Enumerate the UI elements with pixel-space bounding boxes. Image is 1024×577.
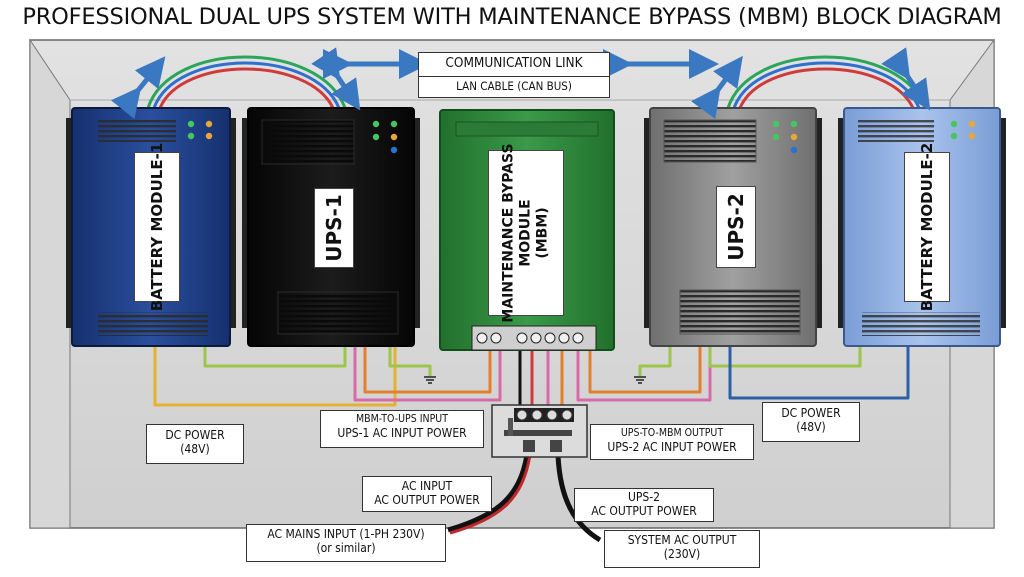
ups-2-label: UPS-2 [716,186,756,268]
ac-input-label: AC INPUT AC OUTPUT POWER [362,476,492,512]
lan-cable-label: LAN CABLE (CAN BUS) [418,76,610,98]
dc-power-right-line-1: DC POWER [781,406,841,420]
ac-input-line-1: AC INPUT [401,479,453,493]
bottom-wiring [153,344,910,410]
junction-box [491,404,588,458]
ups2-output-label: UPS-2 AC OUTPUT POWER [574,488,714,522]
mbm-to-ups-line-1: MBM-TO-UPS INPUT [356,413,448,425]
comm-link-label: COMMUNICATION LINK [418,52,610,76]
battery-module-1-label: BATTERY MODULE-1 [134,143,180,311]
ground-symbols [424,376,646,384]
ac-mains-line-2: (or similar) [316,541,376,556]
dc-power-left-line-2: (48V) [180,442,210,457]
battery-module-2-label: BATTERY MODULE-2 [904,143,950,311]
page-title: PROFESSIONAL DUAL UPS SYSTEM WITH MAINTE… [22,4,1002,30]
comm-link-text: COMMUNICATION LINK [445,55,583,71]
dc-power-right-label: DC POWER (48V) [762,402,860,442]
mbm-text: MAINTENANCE BYPASS MODULE (MBM) [501,143,552,322]
ac-mains-line-1: AC MAINS INPUT (1-PH 230V) [267,527,425,541]
dc-power-right-line-2: (48V) [796,420,826,435]
mbm-text-line-3: (MBM) [534,207,551,259]
battery-module-1-text: BATTERY MODULE-1 [148,142,166,312]
system-output-label: SYSTEM AC OUTPUT (230V) [604,530,760,568]
ups-to-mbm-line-2: UPS-2 AC INPUT POWER [607,439,737,454]
ups-1-label: UPS-1 [314,188,354,268]
ac-mains-label: AC MAINS INPUT (1-PH 230V) (or similar) [246,524,446,562]
ups2-output-line-2: AC OUTPUT POWER [591,504,697,519]
enclosure-left-side [29,38,71,529]
ups2-output-line-1: UPS-2 [627,490,661,504]
ups-to-mbm-line-1: UPS-TO-MBM OUTPUT [620,427,724,439]
ups-2-text: UPS-2 [724,193,748,261]
system-output-line-1: SYSTEM AC OUTPUT [627,533,737,547]
lan-cable-text: LAN CABLE (CAN BUS) [456,79,572,93]
mbm-to-ups-line-2: UPS-1 AC INPUT POWER [337,425,467,440]
mbm-to-ups-label: MBM-TO-UPS INPUT UPS-1 AC INPUT POWER [320,410,484,448]
dc-power-left-line-1: DC POWER [165,428,225,442]
mbm-text-line-1: MAINTENANCE BYPASS [500,143,517,323]
mbm-label: MAINTENANCE BYPASS MODULE (MBM) [488,143,564,323]
dc-power-left-label: DC POWER (48V) [146,424,244,464]
battery-module-2-text: BATTERY MODULE-2 [918,142,936,312]
ups-1-text: UPS-1 [322,194,346,262]
system-output-line-2: (230V) [663,547,701,562]
ac-input-line-2: AC OUTPUT POWER [374,493,480,508]
ups-to-mbm-label: UPS-TO-MBM OUTPUT UPS-2 AC INPUT POWER [590,424,754,460]
mbm-text-line-2: MODULE [517,199,534,267]
comm-arrows [110,47,931,120]
